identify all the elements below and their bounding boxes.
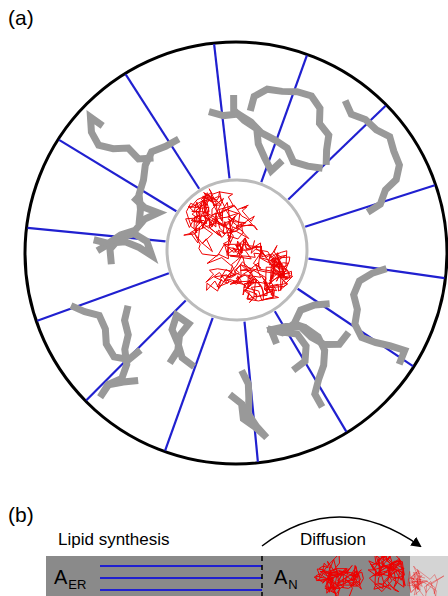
nucleus: [167, 180, 307, 320]
area-subscript: N: [288, 578, 297, 592]
dashed-divider: [261, 556, 263, 596]
area-symbol: A: [54, 566, 67, 588]
panel-label: (a): [8, 6, 34, 29]
band-chromatin: [314, 556, 444, 596]
process-label: Diffusion: [300, 531, 366, 550]
chromatin: [184, 189, 293, 303]
er-tubules: [71, 89, 405, 437]
area-symbol: A: [274, 566, 287, 588]
area-subscript: ER: [68, 578, 86, 592]
process-label: Lipid synthesis: [58, 531, 170, 550]
panel-label: (b): [8, 503, 34, 526]
radial-lines: [28, 44, 445, 462]
band-blue-lines: [100, 566, 262, 590]
cell-membrane: [25, 42, 447, 464]
